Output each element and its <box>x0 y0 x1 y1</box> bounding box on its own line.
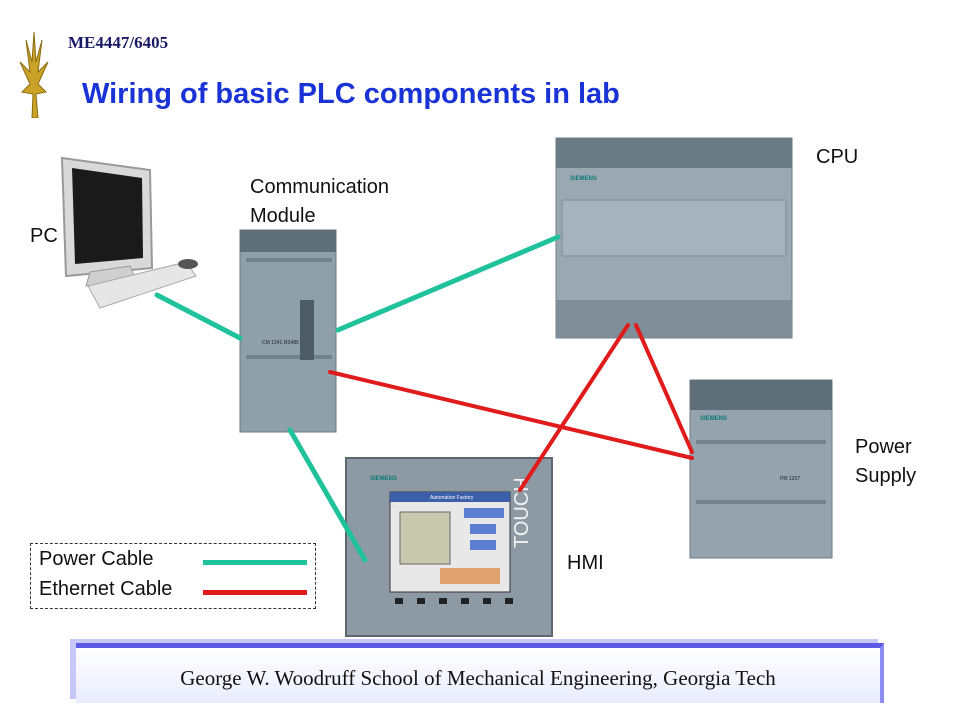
pc-computer <box>60 156 198 309</box>
communication-module: CM 1241 RS485 <box>239 229 337 433</box>
cpu-label: CPU <box>816 146 859 168</box>
ps-model-text: PM 1207 <box>780 476 800 482</box>
power-cable-pc-to-comm <box>154 292 243 341</box>
ethernet-cable-cpu-to-hmi <box>518 323 630 492</box>
power-supply-label-line2: Supply <box>855 465 917 487</box>
comm-module-label-line1: Communication <box>250 176 389 198</box>
pc-label: PC <box>30 225 58 247</box>
cable-legend: Power Cable Ethernet Cable <box>30 543 316 609</box>
cpu-brand-text: SIEMENS <box>570 176 597 182</box>
power-cable-comm-to-hmi <box>287 427 368 563</box>
ps-brand-text: SIEMENS <box>700 416 727 422</box>
ethernet-cable-comm-to-ps <box>328 370 694 460</box>
hmi-touch-text: TOUCH <box>511 477 533 548</box>
power-supply-label-line1: Power <box>855 436 912 458</box>
power-supply-unit: SIEMENS PM 1207 <box>689 379 833 559</box>
georgia-tech-logo <box>19 32 49 118</box>
hmi-panel: Automation Factory TOUCH SIEMENS <box>345 457 553 637</box>
comm-module-label-line2: Module <box>250 205 316 227</box>
hmi-label: HMI <box>567 552 604 574</box>
course-code: ME4447/6405 <box>68 33 169 52</box>
hmi-screen-text: Automation Factory <box>430 495 474 501</box>
ethernet-cable-cpu-to-ps <box>634 323 694 454</box>
legend-ethernet-swatch <box>203 590 307 595</box>
legend-power-label: Power Cable <box>39 548 154 570</box>
cpu-unit: SIEMENS <box>555 137 793 339</box>
footer-banner: George W. Woodruff School of Mechanical … <box>76 643 884 703</box>
footer-text: George W. Woodruff School of Mechanical … <box>180 666 776 690</box>
hmi-brand-text: SIEMENS <box>370 476 397 482</box>
slide-title: Wiring of basic PLC components in lab <box>82 78 620 110</box>
legend-power-swatch <box>203 560 307 565</box>
power-cable-comm-to-cpu <box>335 234 561 333</box>
cm-model-text: CM 1241 RS485 <box>262 340 299 346</box>
legend-ethernet-label: Ethernet Cable <box>39 578 173 600</box>
